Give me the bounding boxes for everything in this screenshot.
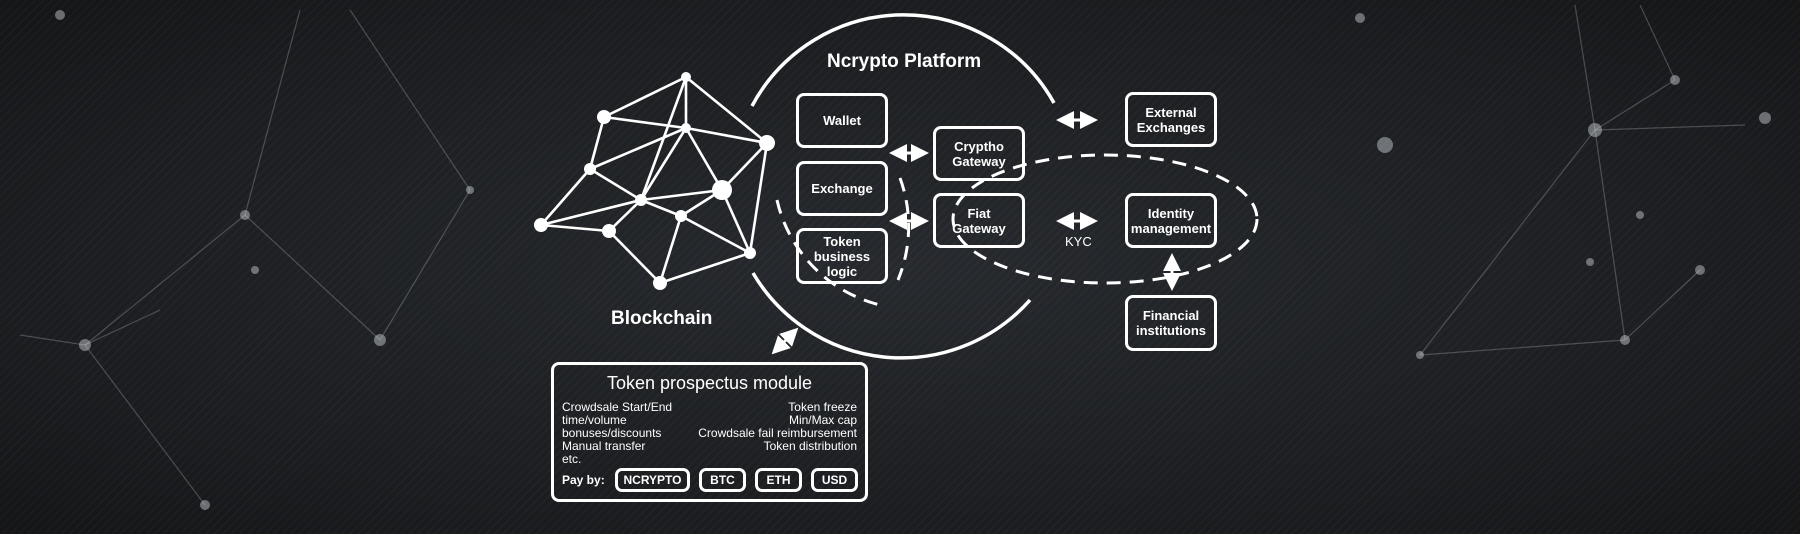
crypto-gateway-box: Cryptho Gateway xyxy=(933,126,1025,181)
dashed-ellipse-right xyxy=(951,153,1259,285)
external-exchanges-box: External Exchanges xyxy=(1125,92,1217,147)
external-exchanges-label: External Exchanges xyxy=(1136,104,1206,135)
token-logic-box: Token business logic xyxy=(796,228,888,284)
exchange-label: Exchange xyxy=(811,181,873,196)
prospectus-left-item: time/volume xyxy=(562,413,627,427)
pay-by-label: Pay by: xyxy=(562,473,605,487)
prospectus-left-list: Crowdsale Start/End time/volume bonuses/… xyxy=(562,401,672,466)
currency-btc: BTC xyxy=(699,468,746,492)
currency-eth: ETH xyxy=(755,468,802,492)
dashed-arc-left-inner xyxy=(896,177,911,281)
prospectus-right-item: Token freeze xyxy=(788,400,857,414)
prospectus-left-item: etc. xyxy=(562,452,582,466)
token-prospectus-panel: Token prospectus module Crowdsale Start/… xyxy=(551,362,868,502)
financial-institutions-label: Financial institutions xyxy=(1135,308,1207,338)
prospectus-right-item: Min/Max cap xyxy=(788,413,857,427)
prospectus-title: Token prospectus module xyxy=(606,373,813,393)
exchange-box: Exchange xyxy=(796,161,888,216)
wallet-label: Wallet xyxy=(823,113,861,128)
prospectus-left-item: Crowdsale Start/End xyxy=(562,400,673,414)
currency-ncrypto: NCRYPTO xyxy=(615,468,690,492)
prospectus-right-item: Crowdsale fail reimbursement xyxy=(698,426,857,440)
currency-usd: USD xyxy=(811,468,858,492)
kyc-label: KYC xyxy=(1065,234,1092,249)
prospectus-left-item: bonuses/discounts xyxy=(562,426,662,440)
prospectus-right-item: Token distribution xyxy=(763,439,857,453)
prospectus-left-item: Manual transfer xyxy=(562,439,646,453)
blockchain-network-icon xyxy=(540,75,769,285)
blockchain-label: Blockchain xyxy=(611,308,713,329)
fiat-gateway-label: Fiat Gateway xyxy=(952,205,1006,236)
prospectus-right-list: Token freeze Min/Max cap Crowdsale fail … xyxy=(698,401,857,453)
platform-title: Ncrypto Platform xyxy=(827,51,982,72)
platform-circle-bottom xyxy=(751,272,1032,360)
identity-management-box: Identity management xyxy=(1125,193,1217,248)
financial-institutions-box: Financial institutions xyxy=(1125,295,1217,351)
identity-management-label: Identity management xyxy=(1130,205,1212,236)
platform-circle-top xyxy=(750,13,1056,107)
crypto-gateway-label: Cryptho Gateway xyxy=(952,138,1006,169)
dashed-arc-left xyxy=(775,199,881,307)
token-logic-label: Token business logic xyxy=(813,233,871,279)
wallet-box: Wallet xyxy=(796,93,888,148)
fiat-gateway-box: Fiat Gateway xyxy=(933,193,1025,248)
blockchain-prospectus-arrow xyxy=(771,327,799,355)
